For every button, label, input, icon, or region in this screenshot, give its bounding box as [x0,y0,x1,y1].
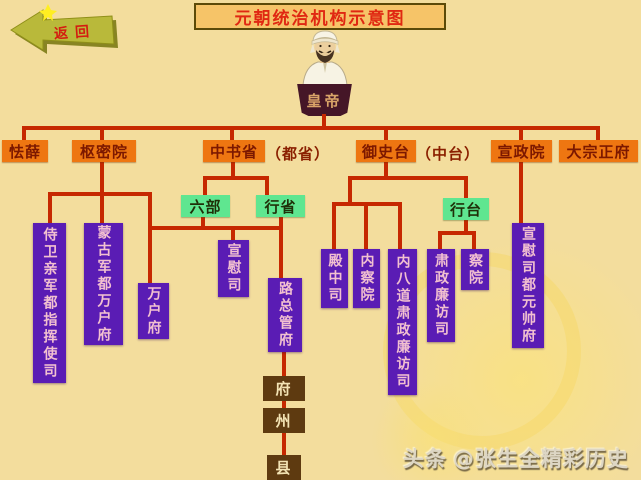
node-neibadao: 内八道肃政廉访司 [388,249,417,395]
connector-line [364,202,368,250]
connector-line [22,126,600,130]
watermark: 头条@张生全精彩历史 [403,443,629,473]
connector-line [231,162,235,178]
back-button[interactable]: 返回 [4,4,126,60]
connector-line [464,176,468,200]
node-luzongguanfu: 路总管府 [268,278,302,352]
background-ornament [371,380,491,480]
node-xian: 县 [267,455,301,480]
connector-line [438,231,442,250]
connector-line [464,220,468,234]
back-button-label: 返回 [53,23,97,43]
node-menggujun: 蒙古军都万户府 [84,223,123,345]
node-xuanzhengyuan: 宣政院 [491,140,552,162]
node-dianzhongsi: 殿中司 [321,249,348,308]
node-qiexue: 怯薛 [2,140,48,162]
connector-line [148,226,283,230]
connector-line [472,231,476,250]
connector-line [282,432,286,456]
node-neichayuan: 内察院 [353,249,380,308]
node-fu: 府 [263,376,305,401]
node-dazongzhengfu: 大宗正府 [559,140,638,162]
connector-line [148,192,152,284]
connector-line [596,126,600,142]
node-xuanweisi: 宣慰司 [218,240,249,297]
connector-line [203,176,269,180]
node-shiwei: 侍卫亲军都指挥使司 [33,223,66,383]
connector-line [279,217,283,279]
connector-line [519,126,523,142]
connector-line [265,176,269,196]
connector-line [48,192,52,224]
node-xingsheng: 行省 [256,195,305,217]
node-suzhenglianfangsi: 肃政廉访司 [427,249,455,342]
watermark-brand: 头条 [403,447,447,471]
connector-line [348,176,352,204]
node-yushitai: 御史台 [356,140,416,162]
node-emperor: 皇帝 [297,84,352,116]
note-zhongtai: （中台） [416,145,481,163]
node-xingtai: 行台 [443,198,489,220]
connector-line [22,126,26,142]
connector-line [282,400,286,409]
node-wanhufu: 万户府 [138,283,169,339]
connector-line [519,162,523,224]
node-zhou: 州 [263,408,305,433]
connector-line [438,231,476,235]
node-liubu: 六部 [181,195,230,217]
connector-line [100,162,104,194]
connector-line [100,126,104,142]
connector-line [332,202,336,250]
connector-line [322,114,326,128]
connector-line [230,126,234,142]
connector-line [231,226,235,241]
connector-line [398,202,402,250]
connector-line [384,162,388,178]
connector-line [100,192,104,224]
connector-line [201,217,205,229]
node-zhongshusheng: 中书省 [203,140,265,162]
emperor-portrait [302,30,348,85]
connector-line [384,126,388,142]
node-shumiyuan: 枢密院 [72,140,136,162]
connector-line [203,176,207,196]
node-chayuan: 察院 [461,249,489,290]
note-dusheng: （都省） [266,145,331,163]
connector-line [282,352,286,377]
connector-line [348,176,468,180]
page-title: 元朝统治机构示意图 [194,3,446,30]
watermark-handle: @张生全精彩历史 [453,447,629,471]
node-xuanweisi-duyuanshuaifu: 宣慰司都元帅府 [512,223,544,348]
back-arrow-icon [10,4,118,54]
